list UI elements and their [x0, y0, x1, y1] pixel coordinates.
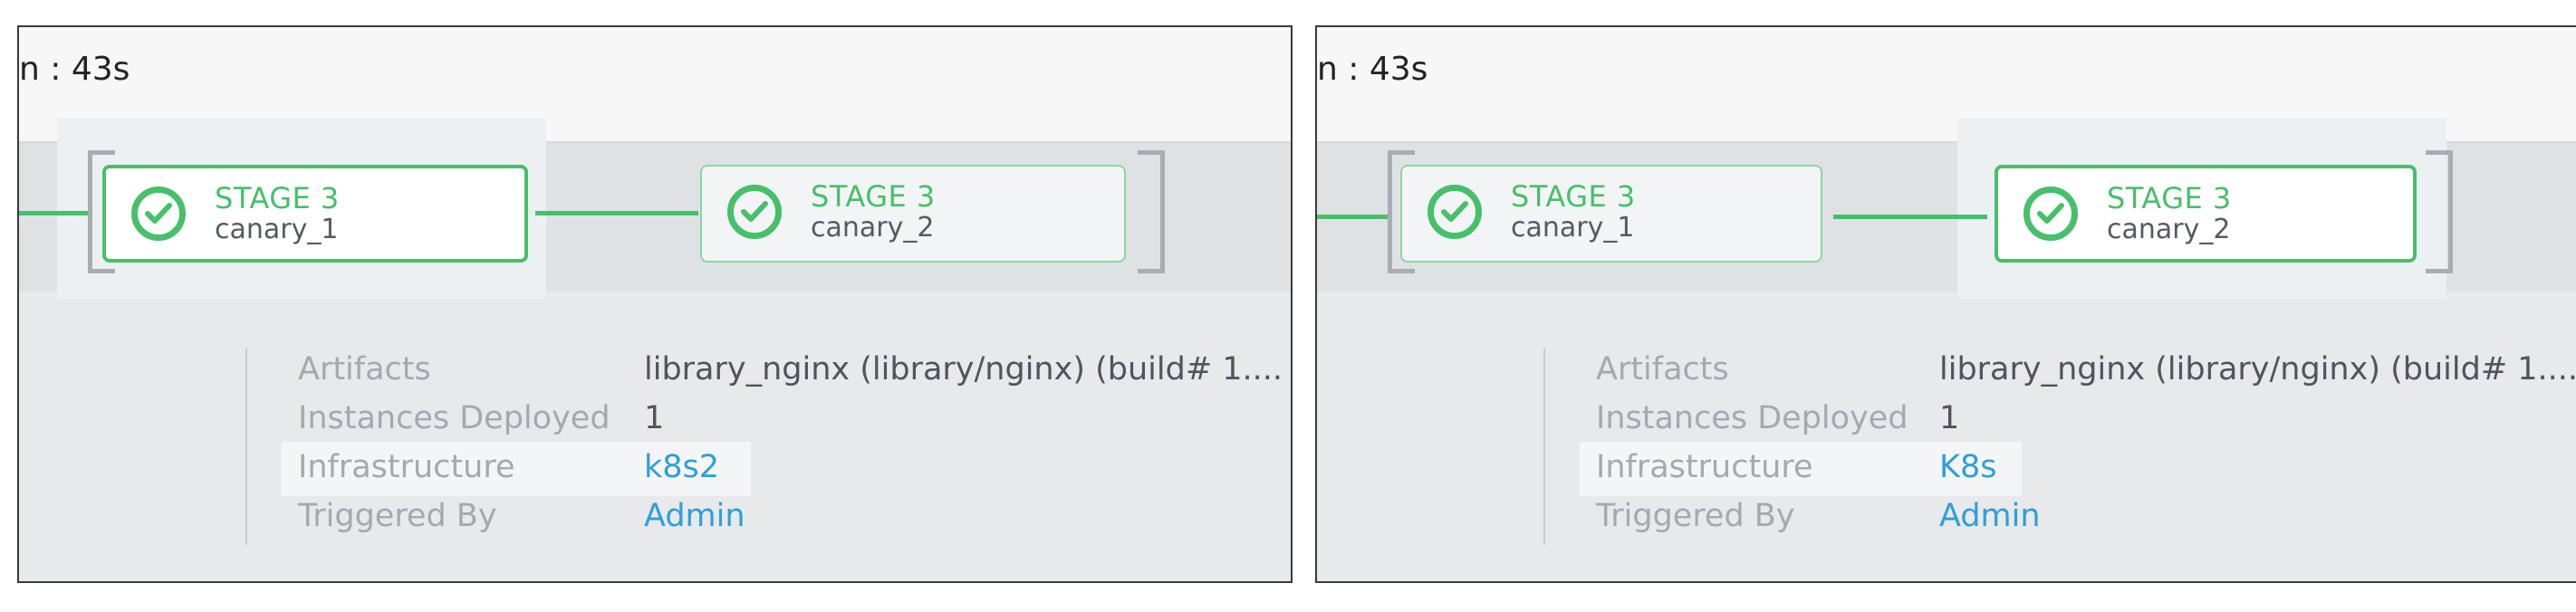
parallel-group-bracket-right — [2426, 150, 2453, 273]
stage-card-canary-1[interactable]: STAGE 3 canary_1 — [1400, 165, 1822, 263]
pipeline-panel-1: n : 43s STAGE 3 canary_1 STAGE 3 canary_… — [17, 25, 1293, 583]
check-circle-icon — [131, 186, 186, 241]
artifacts-value: library_nginx (library/nginx) (build# 1.… — [1939, 351, 2576, 387]
instances-deployed-label: Instances Deployed — [298, 400, 610, 436]
infrastructure-link[interactable]: k8s2 — [644, 449, 720, 485]
stage-card-canary-1[interactable]: STAGE 3 canary_1 — [102, 165, 528, 263]
duration-label: n : 43s — [19, 51, 130, 88]
check-circle-icon — [1427, 185, 1482, 239]
infrastructure-label: Infrastructure — [298, 449, 515, 485]
infrastructure-row-highlight — [1580, 442, 2022, 496]
artifacts-value: library_nginx (library/nginx) (build# 1.… — [644, 351, 1283, 387]
triggered-by-label: Triggered By — [298, 498, 497, 534]
stage-title: STAGE 3 — [2107, 181, 2232, 215]
stage-title: STAGE 3 — [1511, 179, 1636, 214]
connector-line — [535, 211, 698, 215]
stage-title: STAGE 3 — [215, 181, 340, 215]
infrastructure-row-highlight — [282, 442, 751, 496]
instances-deployed-value: 1 — [644, 400, 665, 436]
pipeline-panel-2: n : 43s STAGE 3 canary_1 STAGE 3 canary_… — [1315, 25, 2576, 583]
connector-line — [1317, 215, 1389, 219]
stage-subtitle: canary_1 — [215, 214, 339, 245]
stage-subtitle: canary_2 — [811, 212, 935, 244]
connector-line — [19, 211, 88, 215]
infrastructure-link[interactable]: K8s — [1939, 449, 1997, 485]
connector-line — [1833, 215, 1987, 219]
details-divider — [245, 348, 247, 545]
instances-deployed-label: Instances Deployed — [1596, 400, 1908, 436]
instances-deployed-value: 1 — [1939, 400, 1960, 436]
stage-card-canary-2[interactable]: STAGE 3 canary_2 — [700, 165, 1126, 263]
infrastructure-label: Infrastructure — [1596, 449, 1813, 485]
stage-card-canary-2[interactable]: STAGE 3 canary_2 — [1994, 165, 2417, 263]
check-circle-icon — [727, 185, 782, 239]
duration-label: n : 43s — [1317, 51, 1428, 88]
triggered-by-link[interactable]: Admin — [1939, 498, 2041, 534]
check-circle-icon — [2023, 186, 2078, 241]
artifacts-label: Artifacts — [1596, 351, 1729, 387]
artifacts-label: Artifacts — [298, 351, 431, 387]
stage-title: STAGE 3 — [811, 179, 936, 214]
parallel-group-bracket-right — [1138, 150, 1165, 273]
stage-subtitle: canary_2 — [2107, 214, 2231, 245]
parallel-group-bracket-left — [1388, 150, 1415, 273]
stage-subtitle: canary_1 — [1511, 212, 1635, 244]
parallel-group-bracket-left — [88, 150, 115, 273]
details-divider — [1543, 348, 1545, 545]
triggered-by-link[interactable]: Admin — [644, 498, 745, 534]
triggered-by-label: Triggered By — [1596, 498, 1795, 534]
